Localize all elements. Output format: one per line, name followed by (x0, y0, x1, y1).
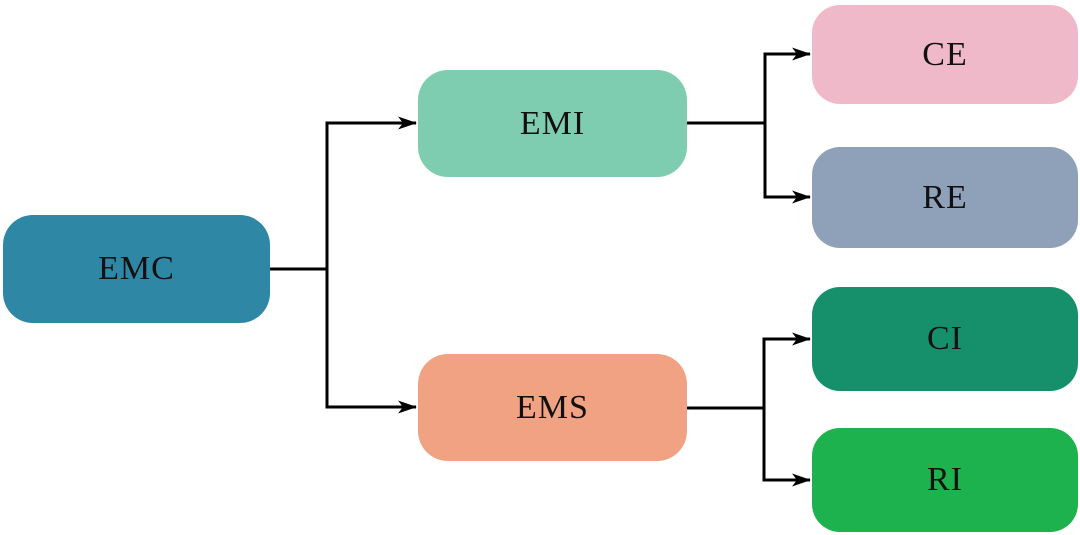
node-ems-label: EMS (516, 388, 589, 426)
edge-ems-ci (687, 332, 811, 410)
node-ci: CI (812, 287, 1078, 391)
edge-emc-emi (270, 116, 417, 271)
edge-emi-re (687, 121, 811, 204)
node-re: RE (812, 147, 1078, 248)
node-emi-label: EMI (519, 104, 586, 142)
edge-emc-ems (270, 267, 417, 414)
node-ri-label: RI (927, 461, 963, 498)
node-ci-label: CI (927, 320, 963, 357)
node-ri: RI (812, 428, 1078, 532)
node-emc-label: EMC (98, 250, 175, 287)
node-emc: EMC (3, 215, 270, 323)
edge-ems-ri (687, 406, 811, 487)
edge-emi-ce (687, 47, 811, 125)
node-ce: CE (812, 5, 1078, 104)
node-ce-label: CE (922, 35, 968, 73)
node-re-label: RE (922, 178, 968, 216)
node-emi: EMI (418, 70, 687, 177)
node-ems: EMS (418, 354, 687, 461)
